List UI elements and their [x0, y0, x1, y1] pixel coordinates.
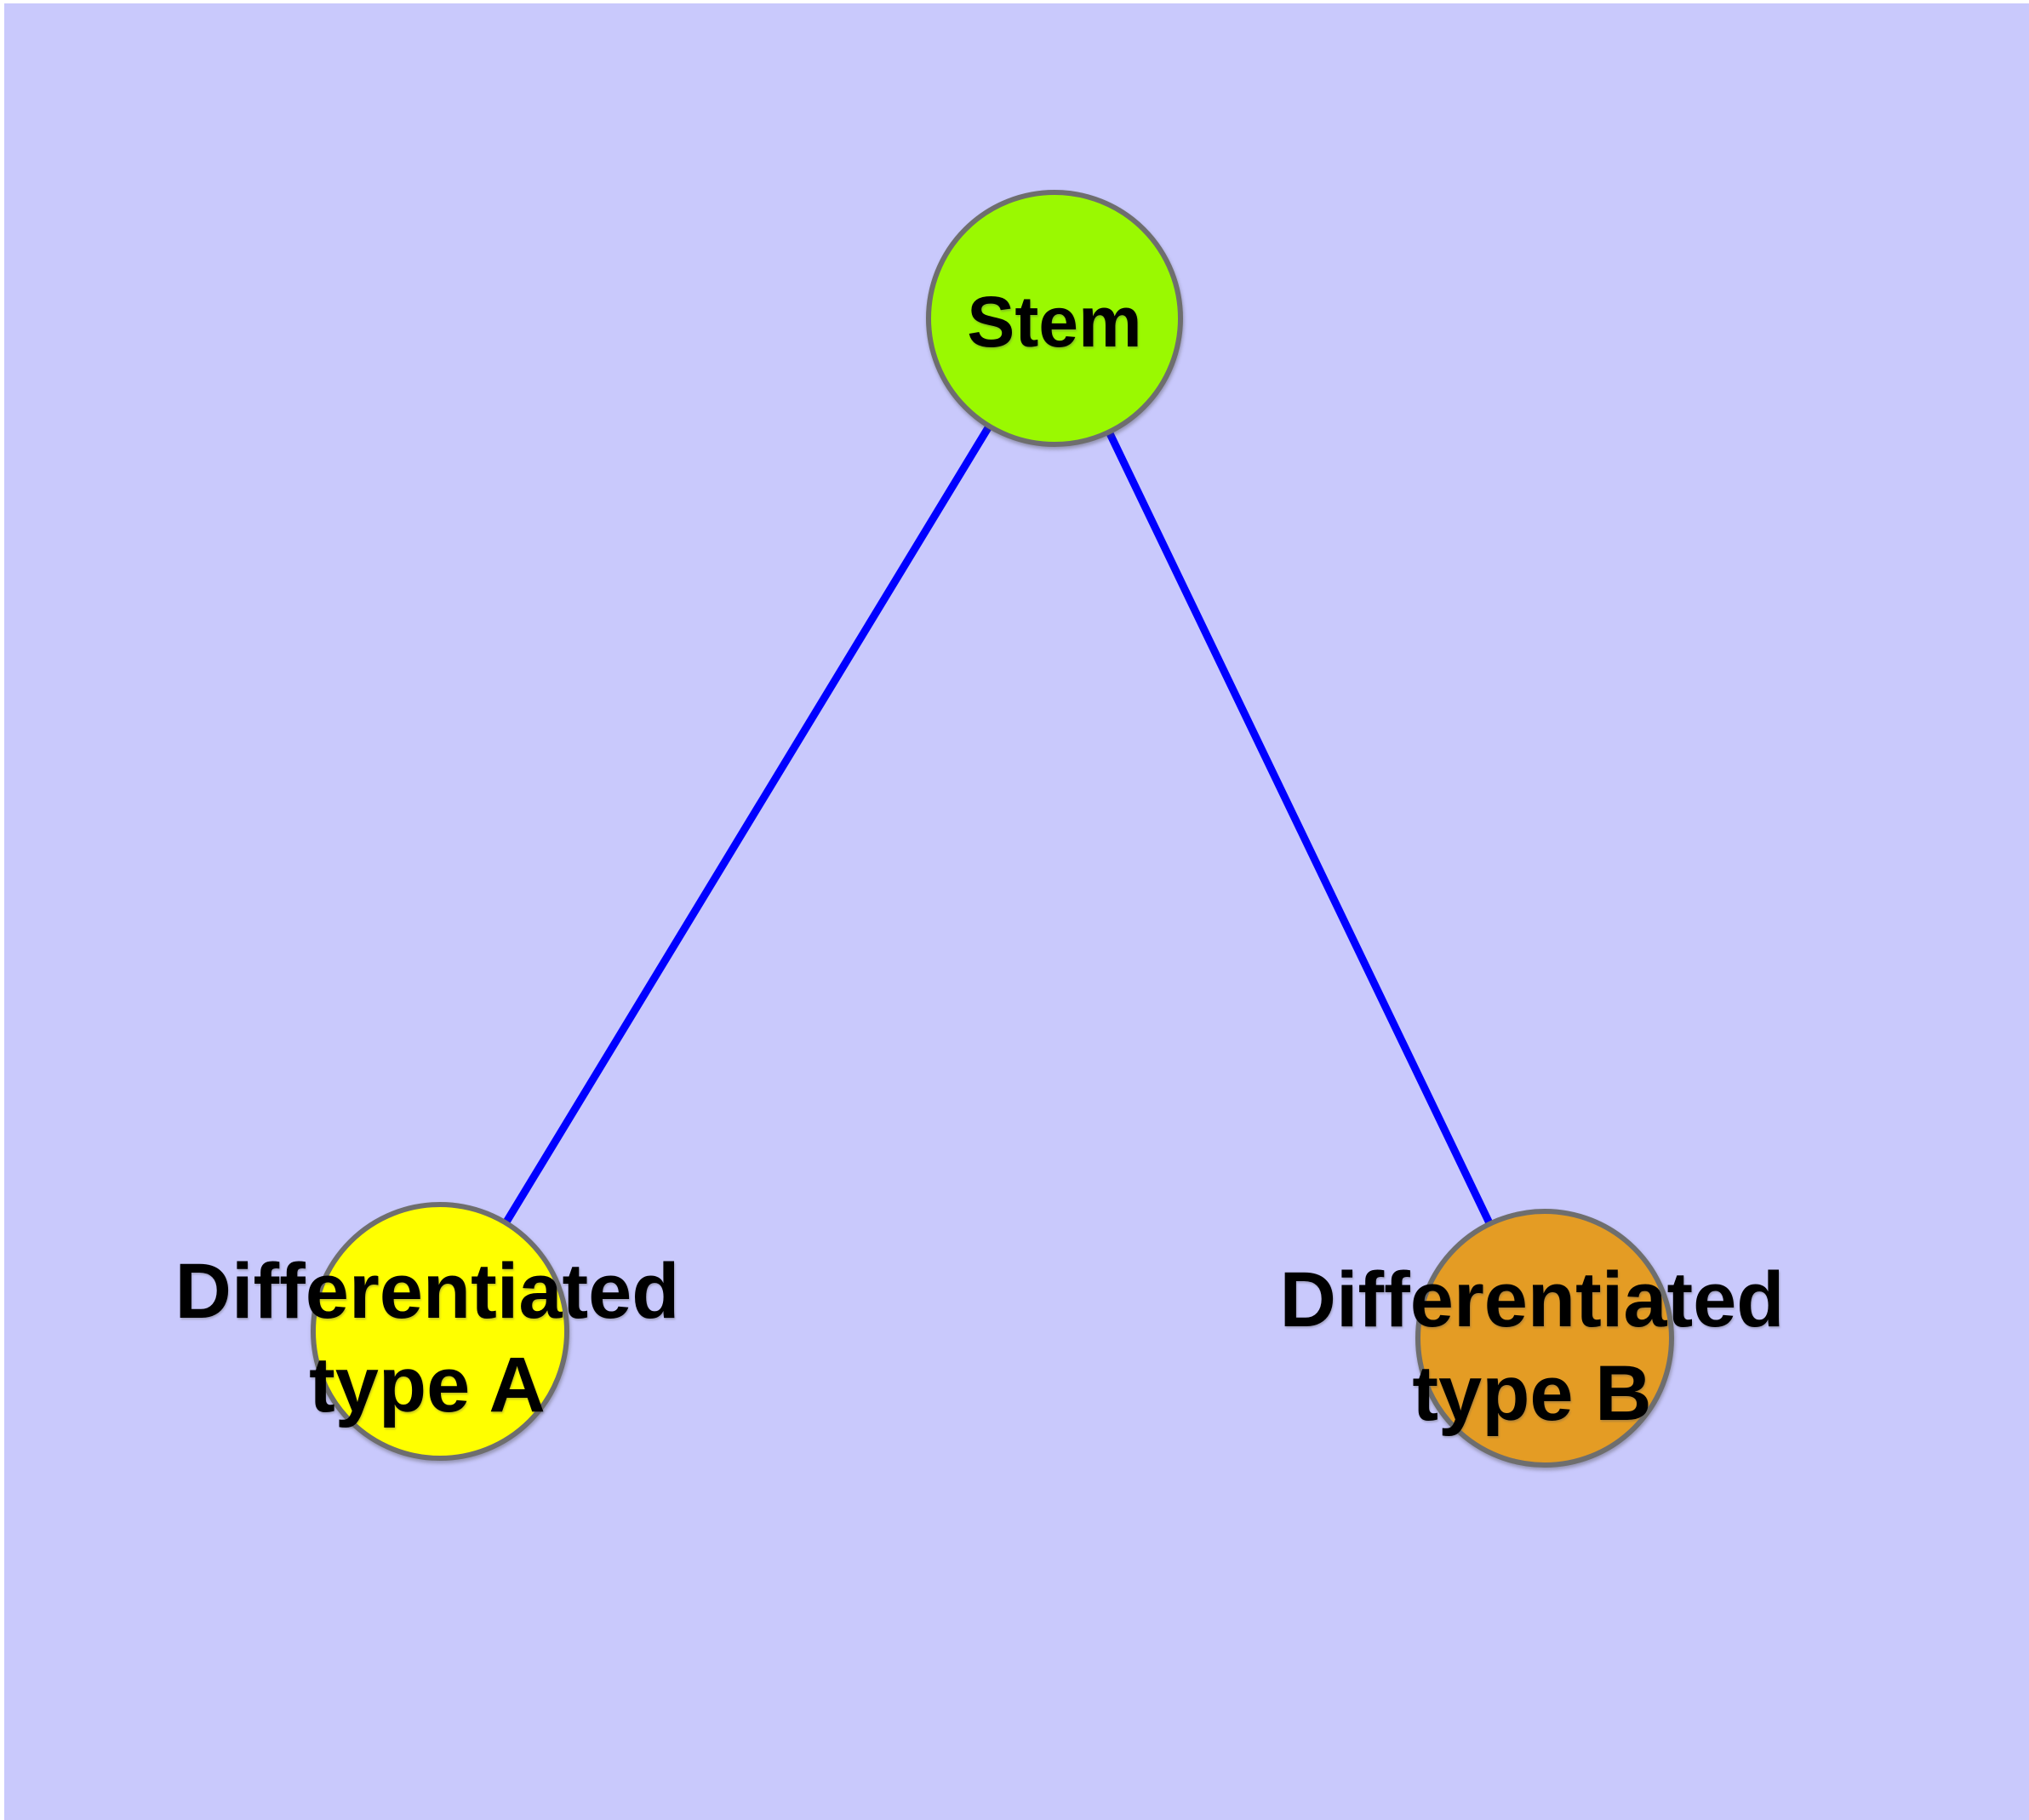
- node-type-a-circle: [311, 1202, 569, 1461]
- node-type-a-label-line2: type A: [309, 1342, 546, 1428]
- edge-stem-to-type-b: [1050, 317, 1549, 1340]
- node-stem-label: Stem: [967, 282, 1141, 362]
- node-type-b-label-line1: Differentiated: [1280, 1256, 1785, 1343]
- node-stem-circle: [926, 190, 1183, 447]
- node-type-a-label-line1: Differentiated: [175, 1248, 680, 1335]
- node-type-b-circle: [1415, 1209, 1674, 1468]
- node-type-b-label-line2: type B: [1412, 1350, 1651, 1437]
- edge-stem-to-type-a: [437, 316, 1058, 1334]
